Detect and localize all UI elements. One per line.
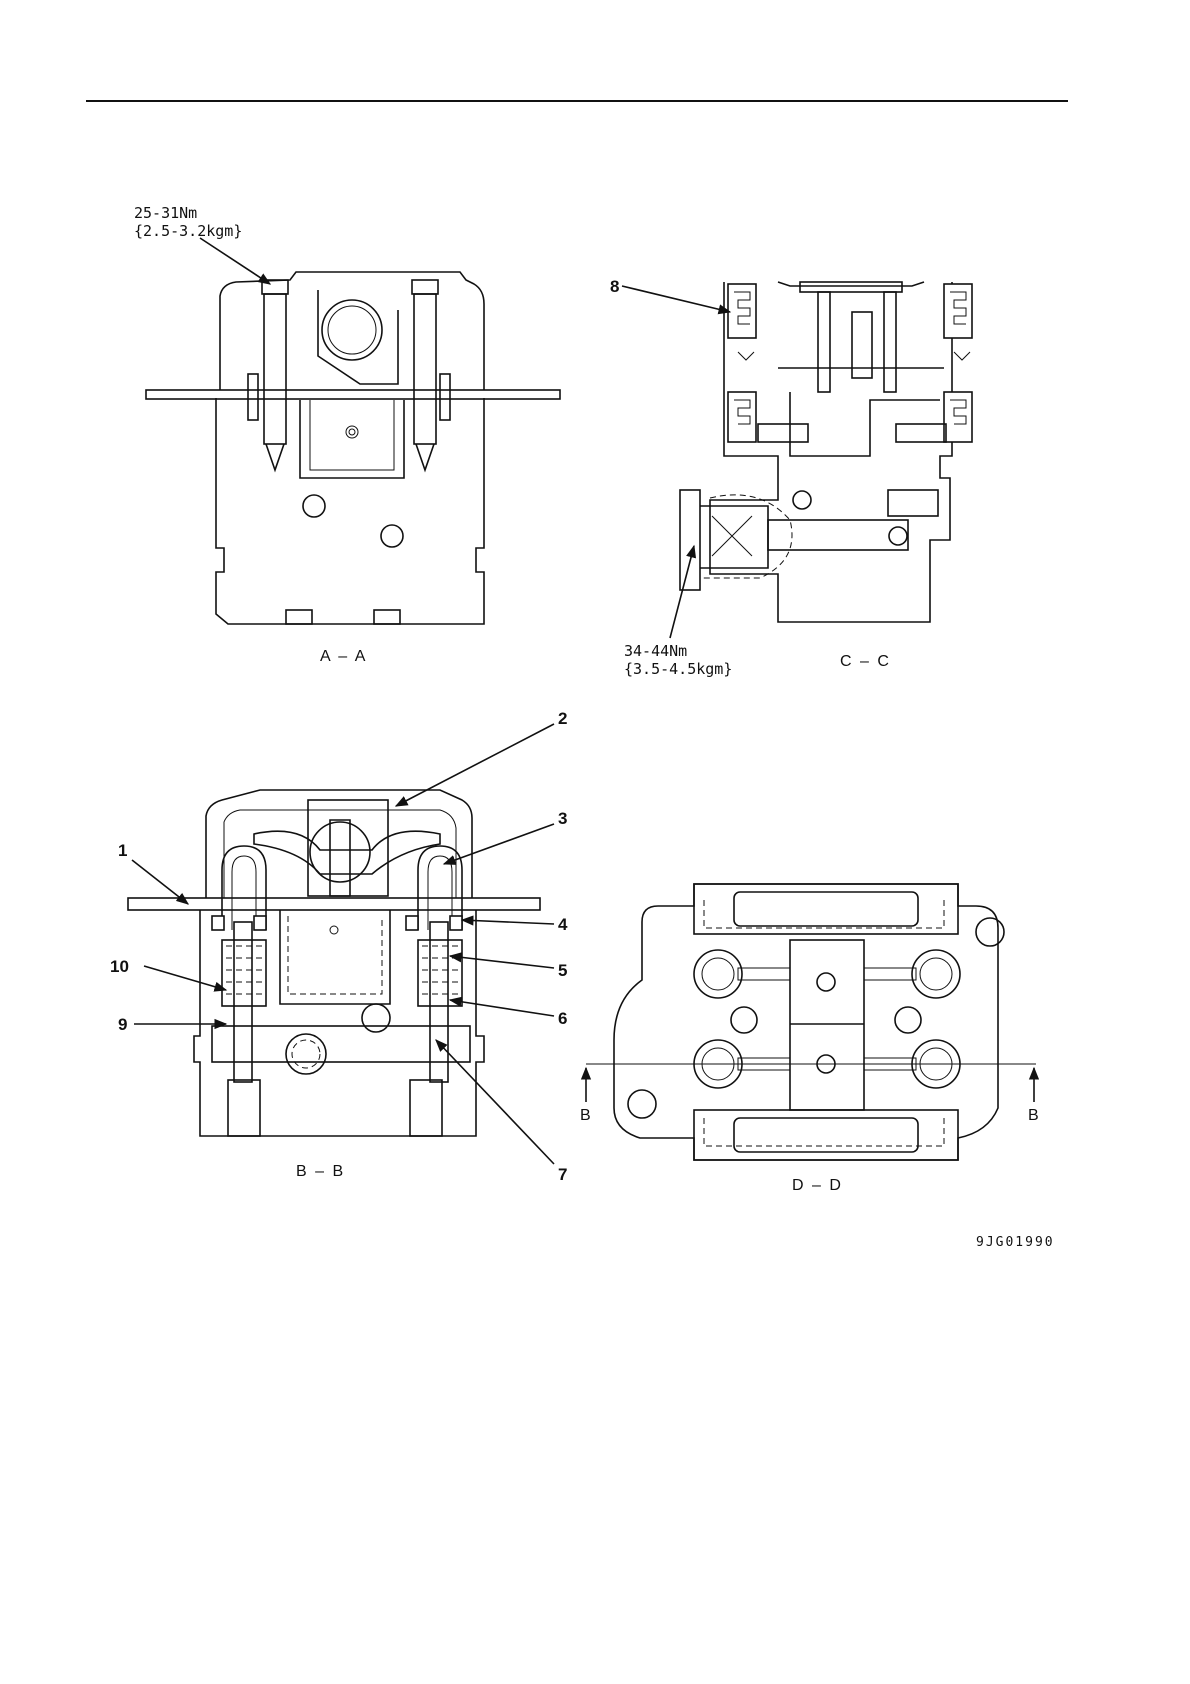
callout-10: 10 — [110, 957, 129, 976]
callout-1: 1 — [118, 841, 127, 860]
callout-4: 4 — [558, 915, 568, 934]
view-a-a: 25-31Nm {2.5-3.2kgm} A – A — [134, 204, 560, 665]
section-label-aa: A – A — [320, 648, 367, 665]
view-b-b: 1 2 3 4 5 6 7 9 10 B – B — [110, 709, 568, 1184]
callout-7: 7 — [558, 1165, 567, 1184]
figure-code: 9JG01990 — [976, 1235, 1055, 1250]
section-marker-b-left: B — [580, 1107, 593, 1124]
callout-6: 6 — [558, 1009, 567, 1028]
torque-aa-line2: {2.5-3.2kgm} — [134, 222, 242, 240]
callout-9: 9 — [118, 1015, 127, 1034]
view-c-c: 8 34-44Nm {3.5-4.5kgm} C – C — [610, 277, 972, 678]
torque-cc-line2: {3.5-4.5kgm} — [624, 660, 732, 678]
callout-3: 3 — [558, 809, 567, 828]
torque-aa-line1: 25-31Nm — [134, 204, 197, 222]
section-label-bb: B – B — [296, 1163, 345, 1180]
section-label-dd: D – D — [792, 1177, 843, 1194]
torque-cc-line1: 34-44Nm — [624, 642, 687, 660]
callout-8: 8 — [610, 277, 619, 296]
view-d-d: B B D – D — [580, 884, 1041, 1194]
section-label-cc: C – C — [840, 653, 891, 670]
callout-5: 5 — [558, 961, 567, 980]
section-marker-b-right: B — [1028, 1107, 1041, 1124]
callout-2: 2 — [558, 709, 567, 728]
